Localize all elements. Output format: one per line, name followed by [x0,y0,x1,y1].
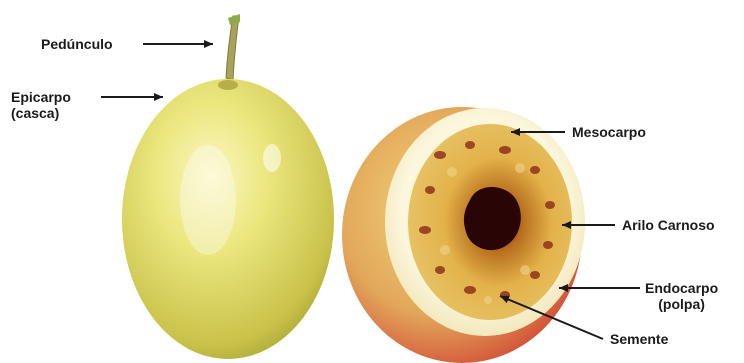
label-aril: Arilo Carnoso [622,217,715,233]
label-seed-text: Semente [610,331,668,347]
label-aril-text: Arilo Carnoso [622,217,715,233]
whole-fruit [122,14,334,359]
label-epicarp: Epicarpo (casca) [11,89,71,121]
label-mesocarp-text: Mesocarpo [572,124,646,140]
label-peduncle: Pedúnculo [41,36,113,52]
label-mesocarp: Mesocarpo [572,124,646,140]
label-endocarp: Endocarpo (polpa) [645,280,718,312]
stem [226,16,239,80]
label-epicarp-line2: (casca) [11,105,71,121]
label-epicarp-line1: Epicarpo [11,89,71,105]
cut-fruit [342,107,585,363]
label-endocarp-line2: (polpa) [645,296,718,312]
label-peduncle-text: Pedúnculo [41,36,113,52]
label-endocarp-line1: Endocarpo [645,280,718,296]
label-seed: Semente [610,331,668,347]
